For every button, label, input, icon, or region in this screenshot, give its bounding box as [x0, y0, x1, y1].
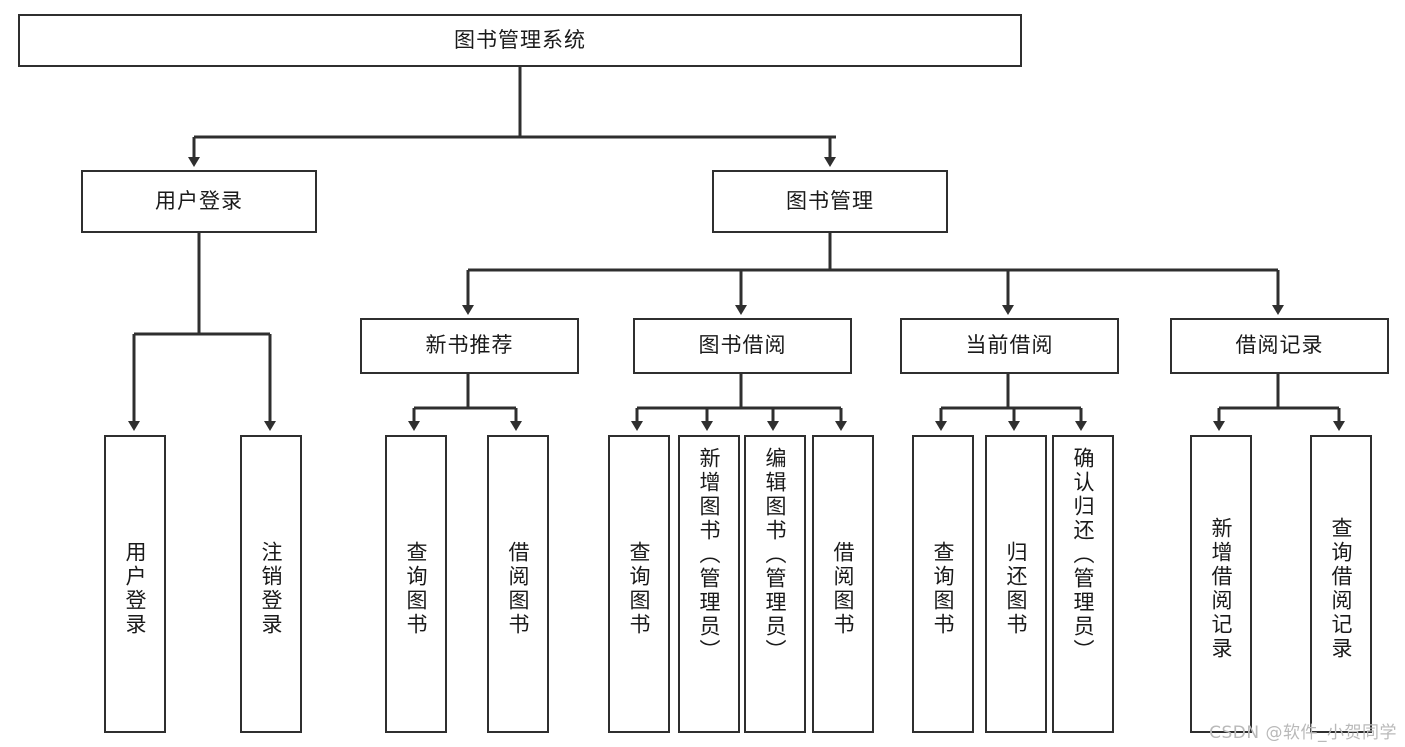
leaf-edit-book-admin[interactable]: 编辑图书（管理员） — [744, 435, 806, 733]
leaf-query-book-new[interactable]: 查询图书 — [385, 435, 447, 733]
leaf-query-borrow-record[interactable]: 查询借阅记录 — [1310, 435, 1372, 733]
node-current-borrow[interactable]: 当前借阅 — [900, 318, 1119, 374]
leaf-add-book-admin-label: 新增图书（管理员） — [697, 447, 722, 663]
leaf-query-book-current-label: 查询图书 — [931, 541, 956, 637]
leaf-user-login-label: 用户登录 — [123, 541, 148, 637]
node-user-login[interactable]: 用户登录 — [81, 170, 317, 233]
node-book-management[interactable]: 图书管理 — [712, 170, 948, 233]
node-book-borrow[interactable]: 图书借阅 — [633, 318, 852, 374]
leaf-query-book-borrow[interactable]: 查询图书 — [608, 435, 670, 733]
node-book-borrow-label: 图书借阅 — [698, 333, 787, 358]
leaf-return-book-label: 归还图书 — [1004, 541, 1029, 637]
leaf-logout[interactable]: 注销登录 — [240, 435, 302, 733]
leaf-borrow-book-new[interactable]: 借阅图书 — [487, 435, 549, 733]
leaf-add-borrow-record-label: 新增借阅记录 — [1209, 517, 1234, 661]
leaf-logout-label: 注销登录 — [259, 541, 284, 637]
leaf-return-book[interactable]: 归还图书 — [985, 435, 1047, 733]
leaf-query-book-current[interactable]: 查询图书 — [912, 435, 974, 733]
leaf-borrow-book-new-label: 借阅图书 — [506, 541, 531, 637]
leaf-confirm-return-admin[interactable]: 确认归还（管理员） — [1052, 435, 1114, 733]
leaf-query-book-borrow-label: 查询图书 — [627, 541, 652, 637]
leaf-user-login[interactable]: 用户登录 — [104, 435, 166, 733]
node-current-borrow-label: 当前借阅 — [965, 333, 1054, 358]
leaf-add-borrow-record[interactable]: 新增借阅记录 — [1190, 435, 1252, 733]
node-borrow-records[interactable]: 借阅记录 — [1170, 318, 1389, 374]
node-borrow-records-label: 借阅记录 — [1235, 333, 1324, 358]
leaf-edit-book-admin-label: 编辑图书（管理员） — [763, 447, 788, 663]
node-new-book-recommend-label: 新书推荐 — [425, 333, 514, 358]
leaf-lend-book-label: 借阅图书 — [831, 541, 856, 637]
node-book-management-label: 图书管理 — [786, 188, 874, 213]
leaf-add-book-admin[interactable]: 新增图书（管理员） — [678, 435, 740, 733]
node-user-login-label: 用户登录 — [155, 188, 243, 213]
node-new-book-recommend[interactable]: 新书推荐 — [360, 318, 579, 374]
leaf-query-borrow-record-label: 查询借阅记录 — [1329, 517, 1354, 661]
leaf-confirm-return-admin-label: 确认归还（管理员） — [1071, 447, 1096, 663]
node-root-label: 图书管理系统 — [454, 27, 586, 52]
leaf-lend-book[interactable]: 借阅图书 — [812, 435, 874, 733]
node-root[interactable]: 图书管理系统 — [18, 14, 1022, 67]
leaf-query-book-new-label: 查询图书 — [404, 541, 429, 637]
